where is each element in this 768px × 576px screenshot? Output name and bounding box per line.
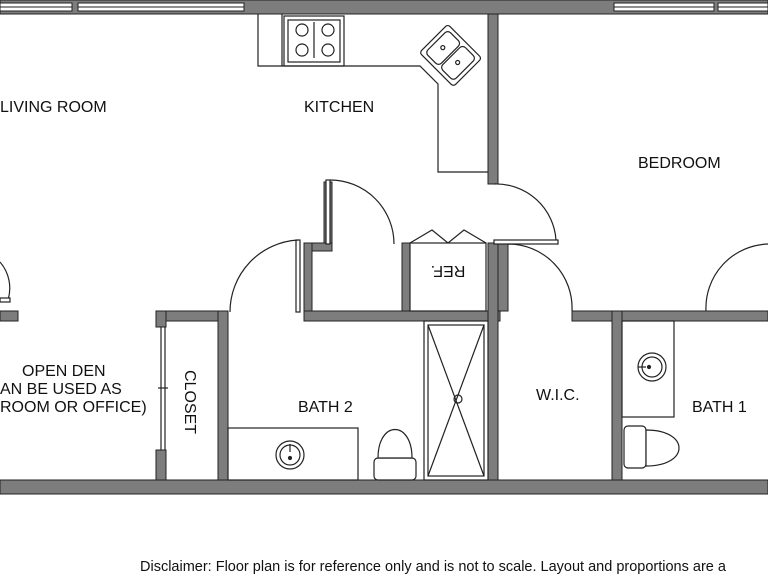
bottom-wall	[0, 479, 768, 495]
bedroom-label: BEDROOM	[638, 155, 721, 172]
mid-wall-left	[155, 310, 229, 322]
bedroom-door	[493, 239, 559, 245]
bath2-wic-wall	[487, 242, 499, 481]
mid-wall-center	[303, 310, 501, 322]
kitchen-counter	[257, 14, 488, 173]
open-den-label-3: ROOM OR OFFICE)	[0, 399, 147, 416]
pantry-wall-mid	[401, 242, 411, 314]
walls	[0, 0, 768, 495]
pantry-door	[325, 179, 331, 245]
wic-label: W.I.C.	[536, 387, 580, 404]
living-room-label: LIVING ROOM	[0, 99, 107, 116]
bath2-door	[295, 239, 301, 313]
refrigerator-label: REF.	[431, 262, 466, 279]
open-den-label-2: AN BE USED AS	[0, 381, 122, 398]
closet-bath2-wall	[217, 310, 229, 481]
closet-label: CLOSET	[181, 370, 198, 434]
stove-icon	[283, 15, 345, 67]
bath1-vanity	[621, 320, 675, 418]
closet-wall-left-lower	[155, 449, 167, 481]
disclaimer-text: Disclaimer: Floor plan is for reference …	[140, 559, 726, 575]
bath1-toilet-icon	[623, 425, 680, 469]
bath2-vanity	[227, 427, 359, 481]
bath-2-label: BATH 2	[298, 399, 353, 416]
wic-bath1-wall	[611, 310, 623, 481]
bath2-sink-icon	[275, 440, 305, 470]
kitchen-sink-icon	[420, 24, 482, 86]
open-den-label-1: OPEN DEN	[22, 363, 106, 380]
doors	[0, 179, 768, 450]
kitchen-label: KITCHEN	[304, 99, 374, 116]
bath2-toilet-icon	[373, 429, 417, 481]
pantry-wall-side	[303, 242, 313, 314]
ref-wall-right	[497, 242, 509, 312]
bath-1-label: BATH 1	[692, 399, 747, 416]
kitchen-bedroom-wall	[487, 13, 499, 185]
refrigerator-icon	[409, 229, 487, 312]
mid-wall-right	[571, 310, 768, 322]
closet-wall-left	[155, 310, 167, 328]
den-wall-stub	[0, 310, 19, 322]
shower-icon	[423, 320, 489, 481]
